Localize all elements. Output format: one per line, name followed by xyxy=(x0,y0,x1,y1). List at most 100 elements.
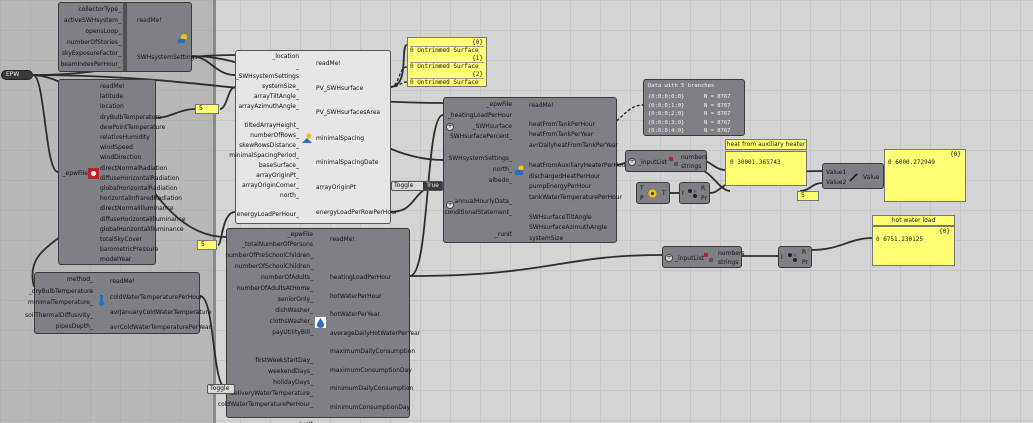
output-port-label[interactable]: avrColdWaterTemperaturePerYear xyxy=(110,324,212,331)
output-port-label[interactable]: PV_SWHsurface xyxy=(316,85,364,92)
output-port-label[interactable]: SWHsystemSettings xyxy=(137,54,198,61)
output-port-label[interactable]: horizontalInfraredRadiation xyxy=(100,195,182,203)
input-port-label[interactable]: minimalSpacingPeriod_ xyxy=(229,152,299,159)
aux-heater-panel[interactable]: 0 30001.365743 xyxy=(725,151,807,186)
zoom-plus-icon[interactable]: + xyxy=(665,254,673,262)
output-port-label[interactable]: averageDailyHotWaterPerYear xyxy=(330,330,421,337)
input-port-label[interactable]: numberOfAdults_ xyxy=(260,274,313,281)
output-port-label[interactable]: diffuseHorizontalIlluminance xyxy=(100,215,186,223)
number-chip[interactable]: 5 xyxy=(797,191,819,201)
output-port-label[interactable]: globalHorizontalIlluminance xyxy=(100,225,184,233)
output-port-label[interactable]: minimalSpacing xyxy=(316,135,365,142)
input-port-label[interactable]: clothsWasher_ xyxy=(269,318,313,325)
output-port-label[interactable]: location xyxy=(100,103,124,111)
list-filter-component[interactable]: I R Pr xyxy=(679,182,710,204)
input-port-label[interactable]: _epwFile xyxy=(287,231,313,238)
input-port-label[interactable]: soilThermalDiffusivity_ xyxy=(25,312,93,319)
input-port-label[interactable]: north_ xyxy=(279,191,299,199)
input-port-label[interactable]: seniorOnly_ xyxy=(277,296,313,303)
output-port-label[interactable]: PV_SWHsurfacesArea xyxy=(316,109,381,116)
input-port-label[interactable]: holidayDays_ xyxy=(273,379,313,386)
input-port-label[interactable]: beamIndexPerHour_ xyxy=(60,61,121,68)
output-port-label[interactable]: globalHorizontalRadiation xyxy=(100,185,178,192)
input-port-label[interactable]: _dryBulbTemperature xyxy=(28,288,93,295)
output-port-label[interactable]: barometricPressure xyxy=(100,246,159,254)
input-port-label[interactable]: arrayTiltAngle_ xyxy=(254,92,299,100)
input-port-label[interactable]: annualHourlyData_ xyxy=(454,198,512,206)
pv-swh-surface-component[interactable]: _location _ _SWHsystemSettings systemSize_a… xyxy=(229,50,397,224)
output-port-label[interactable]: readMe! xyxy=(137,17,162,24)
output-port-label[interactable]: coldWaterTemperaturePerHour xyxy=(110,294,203,301)
output-port-label[interactable]: hotWaterPerYear xyxy=(330,311,380,318)
input-port-label[interactable]: skyExposureFactor_ xyxy=(61,50,121,57)
input-port-label[interactable]: numberOfAdultsAtHome_ xyxy=(236,285,313,292)
output-port-label[interactable]: modelYear xyxy=(100,256,132,264)
input-port-label[interactable]: _ xyxy=(296,62,299,70)
input-port-label[interactable]: SWHsystemSettings_ xyxy=(448,155,512,162)
input-port-label[interactable]: arrayOriginCorner_ xyxy=(241,181,299,189)
input-port-label[interactable]: _SWHsystemSettings xyxy=(235,72,299,80)
toggle-button[interactable]: Toggle xyxy=(207,384,235,394)
input-port-label[interactable]: _epwFile xyxy=(486,101,512,108)
hot-water-load-panel[interactable]: {0} 0 6751.230125 xyxy=(872,226,955,266)
input-port-label[interactable]: _runIt xyxy=(494,230,512,238)
input-port-label[interactable]: albedo_ xyxy=(488,176,512,184)
input-port-label[interactable]: energyLoadPerHour_ xyxy=(236,211,299,219)
input-port-label[interactable]: numberOfSchoolChildren_ xyxy=(234,263,313,270)
output-port-label[interactable]: avrDailyheatFromTankPerYear xyxy=(529,142,619,149)
output-port-label[interactable]: tankWaterTemperaturePerHour xyxy=(529,194,623,201)
input-port-label[interactable]: numberOfRows_ xyxy=(250,132,299,140)
input-port-label[interactable]: _location xyxy=(272,53,299,60)
output-port-label[interactable]: diffuseHorizontalRadiation xyxy=(100,174,180,182)
value-merge-component[interactable]: Value1 Value2 Value xyxy=(822,163,884,189)
output-port-label[interactable]: heatFromAuxiliaryHeaterPerHour xyxy=(529,162,628,169)
output-port-label[interactable]: dischargedHeatPerHour xyxy=(529,173,601,180)
output-port-label[interactable]: dryBulbTemperature xyxy=(100,113,162,121)
output-port-label[interactable]: SWHsurfaceAzimuthAngle xyxy=(529,224,608,231)
input-port-label[interactable]: _totalNumberOfPersons xyxy=(242,241,313,248)
input-port-label[interactable]: activeSWHsystem_ xyxy=(63,17,121,24)
data-tree-viewer[interactable]: Data with 5 branches {0;0;0;0;0}N = 8767… xyxy=(643,79,745,136)
domestic-hot-water-component[interactable]: _totalNumberOfPersons numberOfPreSchoolCh… xyxy=(218,228,420,423)
output-port-label[interactable]: directNormalRadiation xyxy=(100,164,168,172)
input-port-label[interactable]: arrayOriginPt_ xyxy=(256,171,299,179)
output-port-label[interactable]: SWHsurfaceTiltAngle xyxy=(529,214,592,221)
output-port-label[interactable]: maximumDailyConsumption xyxy=(330,348,416,355)
output-port-label[interactable]: arrayOriginPt xyxy=(316,184,356,191)
number-chip[interactable]: 5 xyxy=(195,104,219,114)
input-port-label[interactable]: north_ xyxy=(492,165,512,173)
output-port-label[interactable]: numbers xyxy=(681,154,708,161)
output-port-label[interactable]: totalSkyCover xyxy=(100,236,142,243)
output-port-label[interactable]: readMe! xyxy=(316,60,341,67)
zoom-plus-icon[interactable]: + xyxy=(446,201,454,209)
output-port-label[interactable]: pumpEnergyPerHour xyxy=(529,183,592,190)
output-port-label[interactable]: minimumConsumptionDay xyxy=(330,404,411,411)
input-port-label[interactable]: collectorType_ xyxy=(78,6,121,13)
toggle-button[interactable]: Toggle True xyxy=(391,181,443,191)
input-port-label[interactable]: arrayAzimuthAngle_ xyxy=(238,102,299,110)
epw-parameter[interactable]: EPW xyxy=(1,70,33,80)
input-port-label[interactable]: tiltedArrayHeight_ xyxy=(244,122,299,130)
number-chip[interactable]: 5 xyxy=(197,240,217,250)
output-port-label[interactable]: strings xyxy=(718,259,739,266)
output-port-label[interactable]: systemSize xyxy=(529,235,564,242)
input-port-label[interactable]: numberOfPreSchoolChildren_ xyxy=(225,252,313,259)
input-port-label[interactable]: deliveryWaterTemperature_ xyxy=(230,390,313,397)
input-port-label[interactable]: conditionalStatement_ xyxy=(444,209,512,216)
input-port-label[interactable]: dishWasher_ xyxy=(275,307,313,314)
output-port-label[interactable]: minimumDailyConsumption xyxy=(330,385,414,392)
output-port-label[interactable]: directNormalIlluminance xyxy=(100,205,174,213)
output-port-label[interactable]: dewPointTemperature xyxy=(100,123,166,131)
output-port-label[interactable]: windSpeed xyxy=(100,144,133,152)
input-port-label[interactable]: skewRowsDistance_ xyxy=(239,142,299,150)
input-port-label[interactable]: coldWaterTemperaturePerHour_ xyxy=(217,401,313,408)
output-port-label[interactable]: strings xyxy=(681,163,702,170)
input-port-label[interactable]: systemSize_ xyxy=(261,82,299,90)
output-port-label[interactable]: latitude xyxy=(100,93,124,101)
